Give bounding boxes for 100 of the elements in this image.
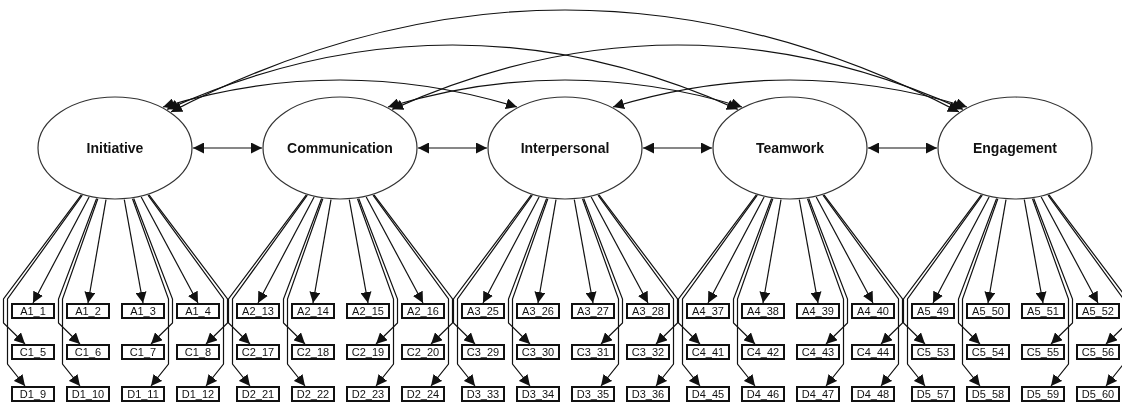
loading-arrow	[257, 196, 315, 304]
latent-factor-ellipse	[712, 96, 868, 200]
covariance-arrow	[642, 142, 713, 154]
indicator-box: D3_33	[461, 386, 505, 402]
indicator-box: A3_27	[571, 303, 615, 319]
indicator-box: A5_51	[1021, 303, 1065, 319]
loading-arrow	[147, 194, 225, 387]
loading-arrow	[456, 194, 533, 387]
loading-arrow	[798, 199, 822, 304]
loading-arrow	[598, 194, 679, 345]
loading-arrow	[590, 196, 649, 304]
covariance-arrow	[170, 9, 960, 113]
loading-arrow	[1040, 196, 1099, 304]
indicator-box: D5_57	[911, 386, 955, 402]
indicator-box: C3_29	[461, 344, 505, 360]
indicator-box: C1_7	[121, 344, 165, 360]
loading-arrow	[507, 197, 548, 345]
loading-arrow	[309, 199, 332, 304]
loading-arrow	[231, 194, 308, 387]
indicator-box: D2_22	[291, 386, 335, 402]
loading-arrow	[373, 194, 454, 345]
indicator-box: C4_42	[741, 344, 785, 360]
indicator-box: D2_23	[346, 386, 390, 402]
indicator-box: C3_32	[626, 344, 670, 360]
indicator-box: D3_35	[571, 386, 615, 402]
indicator-box: A2_15	[346, 303, 390, 319]
covariance-arrow	[417, 142, 488, 154]
indicator-box: A4_38	[741, 303, 785, 319]
loading-arrow	[581, 198, 620, 387]
indicator-box: C2_18	[291, 344, 335, 360]
loading-arrow	[1047, 194, 1122, 387]
indicator-box: C5_55	[1021, 344, 1065, 360]
loading-arrow	[573, 199, 597, 304]
indicator-box: C1_5	[11, 344, 55, 360]
indicator-box: A2_16	[401, 303, 445, 319]
indicator-box: C2_19	[346, 344, 390, 360]
loading-arrow	[808, 197, 849, 345]
factor-label: Engagement	[973, 140, 1057, 156]
covariance-arrow	[867, 142, 938, 154]
loading-arrow	[732, 197, 773, 345]
indicator-box: D2_21	[236, 386, 280, 402]
latent-factor-ellipse	[37, 96, 193, 200]
loading-arrow	[677, 194, 757, 345]
loading-arrow	[583, 197, 624, 345]
covariance-arrow	[166, 44, 739, 111]
indicator-box: A3_28	[626, 303, 670, 319]
indicator-box: A3_26	[516, 303, 560, 319]
factor-label: Communication	[287, 140, 393, 156]
indicator-box: C4_41	[686, 344, 730, 360]
loading-arrow	[707, 196, 765, 304]
indicator-box: D1_12	[176, 386, 220, 402]
loading-arrow	[534, 199, 557, 304]
loading-arrow	[6, 194, 83, 387]
loading-arrow	[736, 198, 774, 387]
indicator-box: D1_10	[66, 386, 110, 402]
indicator-box: C3_31	[571, 344, 615, 360]
indicator-box: C2_20	[401, 344, 445, 360]
loading-arrow	[961, 198, 999, 387]
loading-arrow	[61, 198, 99, 387]
indicator-box: C5_54	[966, 344, 1010, 360]
loading-arrow	[140, 196, 199, 304]
loading-arrow	[984, 199, 1007, 304]
indicator-box: D4_45	[686, 386, 730, 402]
latent-factor-ellipse	[937, 96, 1093, 200]
loading-arrow	[1033, 197, 1074, 345]
loading-arrow	[57, 197, 98, 345]
loading-arrow	[1023, 199, 1047, 304]
loading-arrow	[348, 199, 372, 304]
indicator-box: D4_48	[851, 386, 895, 402]
indicator-box: A1_4	[176, 303, 220, 319]
indicator-box: D3_36	[626, 386, 670, 402]
loading-arrow	[123, 199, 147, 304]
indicator-box: A1_2	[66, 303, 110, 319]
loading-arrow	[365, 196, 424, 304]
latent-factor-ellipse	[262, 96, 418, 200]
loading-arrow	[282, 197, 323, 345]
loading-arrow	[1031, 198, 1070, 387]
loading-arrow	[286, 198, 324, 387]
covariance-arrow	[192, 142, 263, 154]
loading-arrow	[131, 198, 170, 387]
indicator-box: C2_17	[236, 344, 280, 360]
indicator-box: A4_37	[686, 303, 730, 319]
indicator-box: A5_49	[911, 303, 955, 319]
loading-arrow	[148, 194, 229, 345]
indicator-box: A5_50	[966, 303, 1010, 319]
indicator-box: A1_1	[11, 303, 55, 319]
indicator-box: D5_60	[1076, 386, 1120, 402]
covariance-arrow	[612, 79, 968, 110]
indicator-box: C1_6	[66, 344, 110, 360]
factor-label: Interpersonal	[520, 140, 610, 156]
indicator-box: D2_24	[401, 386, 445, 402]
indicator-box: C4_44	[851, 344, 895, 360]
indicator-box: D1_9	[11, 386, 55, 402]
loading-arrow	[902, 194, 982, 345]
indicator-box: C5_53	[911, 344, 955, 360]
loading-arrow	[356, 198, 395, 387]
indicator-box: A1_3	[121, 303, 165, 319]
loading-arrow	[1048, 194, 1122, 345]
indicator-box: D5_59	[1021, 386, 1065, 402]
indicator-box: D4_46	[741, 386, 785, 402]
